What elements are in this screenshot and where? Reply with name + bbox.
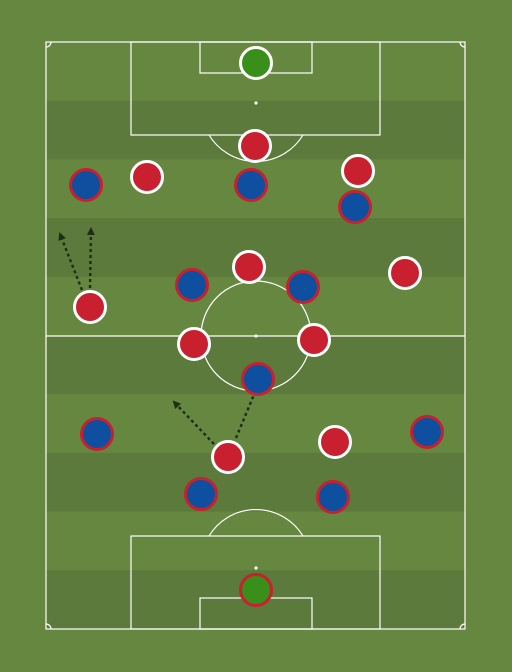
blue-player-marker[interactable]: [234, 168, 268, 202]
corner-arc-bottom-right: [459, 623, 466, 630]
red-player-marker[interactable]: [318, 425, 352, 459]
blue-player-marker[interactable]: [286, 270, 320, 304]
blue-player-marker[interactable]: [338, 190, 372, 224]
red-player-marker[interactable]: [232, 250, 266, 284]
goalkeeper-top-marker[interactable]: [239, 46, 273, 80]
grass-stripe: [46, 452, 465, 512]
top-penalty-spot: [254, 101, 258, 105]
blue-player-marker[interactable]: [316, 480, 350, 514]
blue-player-marker[interactable]: [175, 268, 209, 302]
blue-player-marker[interactable]: [184, 477, 218, 511]
movement-arrow: [172, 400, 215, 445]
blue-player-marker[interactable]: [69, 168, 103, 202]
red-player-marker[interactable]: [177, 327, 211, 361]
corner-arc-top-right: [459, 41, 466, 48]
movement-arrow: [86, 227, 95, 289]
bottom-penalty-spot: [254, 566, 258, 570]
movement-arrow: [58, 232, 84, 291]
movement-arrows: [58, 227, 260, 445]
players-layer: [69, 46, 444, 607]
blue-player-marker[interactable]: [410, 415, 444, 449]
blue-player-marker[interactable]: [241, 362, 275, 396]
centre-spot: [254, 334, 258, 338]
red-player-marker[interactable]: [238, 129, 272, 163]
red-player-marker[interactable]: [130, 160, 164, 194]
corner-arc-top-left: [45, 41, 52, 48]
red-player-marker[interactable]: [388, 256, 422, 290]
goalkeeper-bottom-marker[interactable]: [239, 573, 273, 607]
bottom-penalty-arc: [208, 509, 304, 537]
corner-arc-bottom-left: [45, 623, 52, 630]
red-player-marker[interactable]: [211, 440, 245, 474]
red-player-marker[interactable]: [73, 290, 107, 324]
red-player-marker[interactable]: [297, 323, 331, 357]
red-player-marker[interactable]: [341, 154, 375, 188]
blue-player-marker[interactable]: [80, 417, 114, 451]
